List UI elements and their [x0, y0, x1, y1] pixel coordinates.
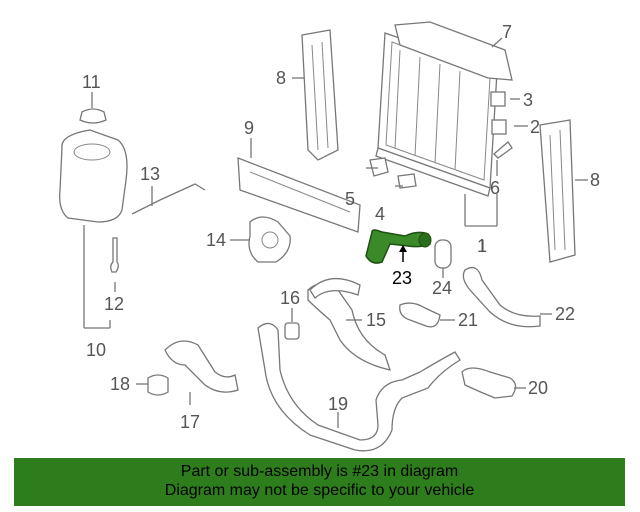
mount-3: [490, 91, 506, 107]
banner-line-2: Diagram may not be specific to your vehi…: [164, 482, 475, 499]
cap-18: [147, 374, 169, 396]
callout-10: 10: [86, 340, 106, 360]
hose-15-upper: [309, 278, 361, 299]
callout-5: 5: [345, 189, 355, 209]
callout-20: 20: [528, 378, 548, 398]
callout-22: 22: [555, 304, 575, 324]
radiator-top-bracket: [394, 21, 513, 81]
parts-diagram: 1 2 3 4 5 6 7 8 8 9 10 11 12 13 14 15 16…: [59, 21, 600, 452]
vent-hose: [131, 183, 206, 215]
expansion-tank-cap: [79, 108, 107, 124]
callout-12: 12: [104, 294, 124, 314]
hose-23-highlighted: [365, 229, 432, 264]
callout-13: 13: [140, 164, 160, 184]
callout-21: 21: [458, 310, 478, 330]
callout-3: 3: [523, 90, 533, 110]
callout-24: 24: [432, 278, 452, 298]
callout-14: 14: [206, 230, 226, 250]
callout-6: 6: [490, 178, 500, 198]
hose-22: [462, 266, 541, 328]
gasket-24: [434, 239, 452, 269]
expansion-tank: [59, 129, 128, 223]
hose-19: [257, 322, 461, 452]
mount-5: [369, 157, 389, 177]
air-guide-right: [539, 119, 576, 263]
lower-air-duct-tray: [237, 157, 361, 233]
callout-11: 11: [82, 72, 101, 92]
callout-8-right: 8: [590, 170, 600, 190]
callout-1: 1: [477, 236, 487, 256]
callout-19: 19: [328, 394, 348, 414]
mount-4: [397, 173, 417, 189]
hose-17: [164, 340, 239, 393]
callout-16: 16: [280, 288, 300, 308]
hose-20: [461, 367, 517, 399]
callout-8-left: 8: [276, 68, 286, 88]
notice-banner: Part or sub-assembly is #23 in diagram D…: [14, 458, 625, 506]
callout-17: 17: [180, 412, 200, 432]
banner-line-1: Part or sub-assembly is #23 in diagram: [180, 463, 459, 480]
clamp-16: [284, 322, 300, 340]
callout-7: 7: [502, 22, 512, 42]
callout-18: 18: [110, 374, 130, 394]
thermostat: [248, 216, 291, 263]
callout-15: 15: [366, 310, 386, 330]
callout-4: 4: [375, 204, 385, 224]
level-sensor: [110, 237, 119, 273]
callout-9: 9: [244, 118, 254, 138]
callout-23: 23: [392, 268, 412, 288]
drain-plug-6: [493, 141, 513, 159]
radiator: [375, 32, 498, 197]
mount-2: [491, 119, 507, 135]
callout-2: 2: [530, 117, 540, 137]
hose-21: [399, 302, 441, 328]
air-guide-left: [301, 29, 339, 161]
